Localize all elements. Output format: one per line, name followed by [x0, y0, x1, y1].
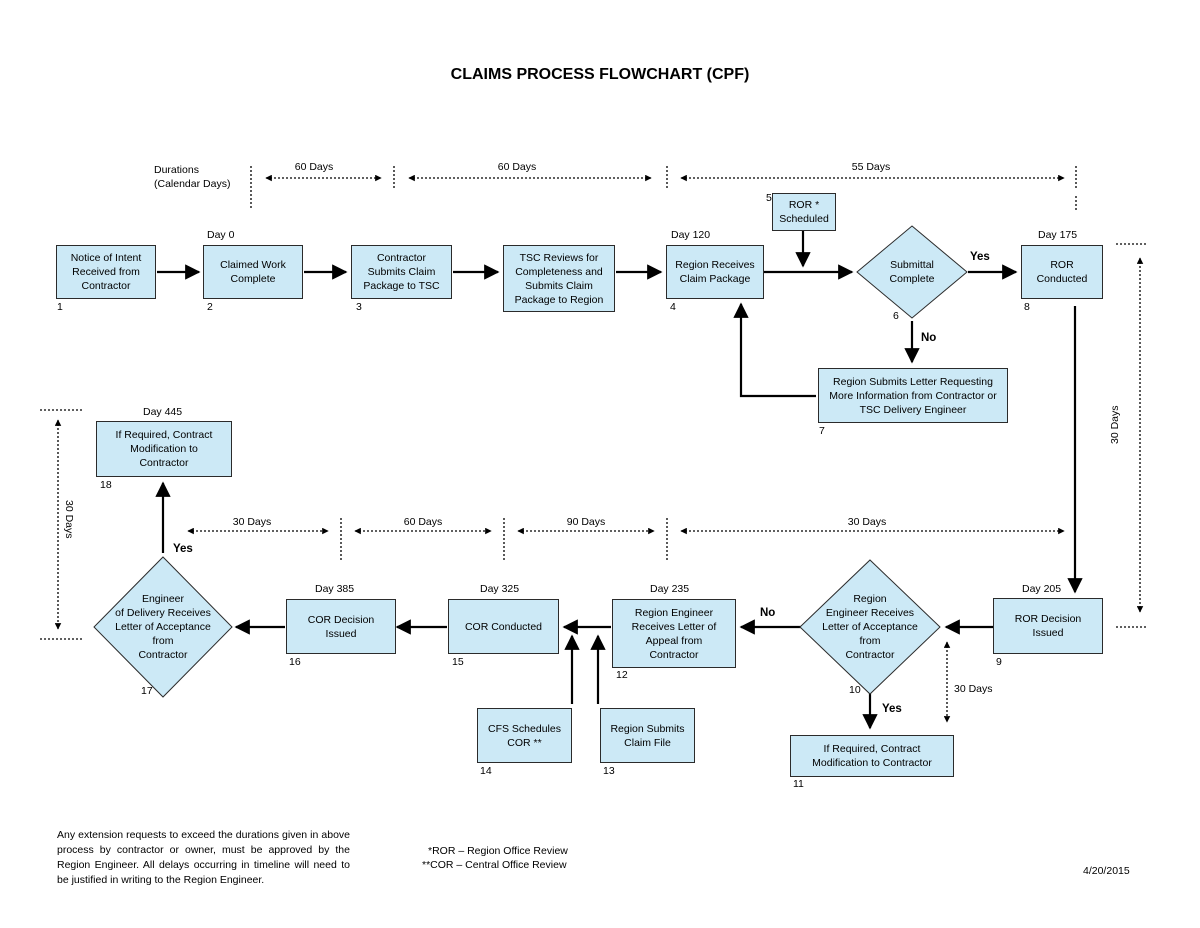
- no-label: No: [921, 332, 937, 344]
- yes-label: Yes: [970, 251, 990, 263]
- step-number: 16: [289, 656, 301, 668]
- step-number: 11: [793, 778, 804, 790]
- step-number: 13: [603, 765, 615, 777]
- step-number: 6: [893, 310, 899, 322]
- step-number: 1: [57, 301, 63, 313]
- duration-label-node10: 30 Days: [954, 683, 993, 695]
- no-label: No: [760, 607, 776, 619]
- day-label: Day 205: [1022, 583, 1062, 595]
- day-label: Day 120: [671, 229, 711, 241]
- step-number: 7: [819, 425, 825, 437]
- step-number: 14: [480, 765, 492, 777]
- durations-label-line-1: Durations: [154, 164, 199, 176]
- yes-label: Yes: [173, 543, 193, 555]
- step-number: 2: [207, 301, 213, 313]
- duration-label: 60 Days: [403, 516, 443, 528]
- extension-note: Any extension requests to exceed the dur…: [57, 829, 350, 886]
- footnote-ror: *ROR – Region Office Review: [428, 845, 568, 857]
- yes-label: Yes: [882, 703, 902, 715]
- step-number: 3: [356, 301, 362, 313]
- footnote-cor: **COR – Central Office Review: [422, 859, 567, 871]
- flow-arrows: [155, 231, 1083, 730]
- step-number: 10: [849, 684, 861, 696]
- decision-diamond-10: [799, 559, 941, 695]
- decision-diamond-6: [856, 225, 968, 319]
- day-label: Day 325: [480, 583, 520, 595]
- step-number: 4: [670, 301, 676, 313]
- durations-label-line-2: (Calendar Days): [154, 178, 231, 190]
- node-16-cor-decision-issued: COR Decision Issued: [286, 599, 396, 654]
- step-number: 8: [1024, 301, 1030, 313]
- step-number: 12: [616, 669, 628, 681]
- step-number: 15: [452, 656, 464, 668]
- day-label: Day 445: [143, 406, 183, 418]
- bottom-duration-arrows: [187, 518, 1065, 560]
- step-number: 18: [100, 479, 112, 491]
- step-number: 5: [766, 192, 772, 204]
- duration-label: 30 Days: [847, 516, 887, 528]
- duration-label: 30 Days: [232, 516, 272, 528]
- node-15-cor-conducted: COR Conducted: [448, 599, 559, 654]
- day-label: Day 235: [650, 583, 690, 595]
- date-label: 4/20/2015: [1083, 865, 1130, 877]
- day-label: Day 385: [315, 583, 355, 595]
- duration-label-right: 30 Days: [1109, 405, 1121, 444]
- day-label: Day 0: [207, 229, 235, 241]
- duration-label: 60 Days: [294, 161, 334, 173]
- duration-label: 55 Days: [851, 161, 891, 173]
- duration-label: 90 Days: [566, 516, 606, 528]
- day-label: Day 175: [1038, 229, 1078, 241]
- node-9-ror-decision-issued: ROR Decision Issued: [993, 598, 1103, 654]
- duration-label-left: 30 Days: [63, 500, 75, 539]
- top-dividers: [250, 166, 1077, 212]
- node-5-ror-scheduled: ROR *Scheduled: [772, 193, 836, 231]
- page-title: CLAIMS PROCESS FLOWCHART (CPF): [450, 66, 750, 83]
- decision-diamond-17: [93, 556, 233, 698]
- step-number: 9: [996, 656, 1002, 668]
- duration-label: 60 Days: [497, 161, 537, 173]
- step-number: 17: [141, 685, 153, 697]
- side-duration-arrows: [40, 243, 1146, 723]
